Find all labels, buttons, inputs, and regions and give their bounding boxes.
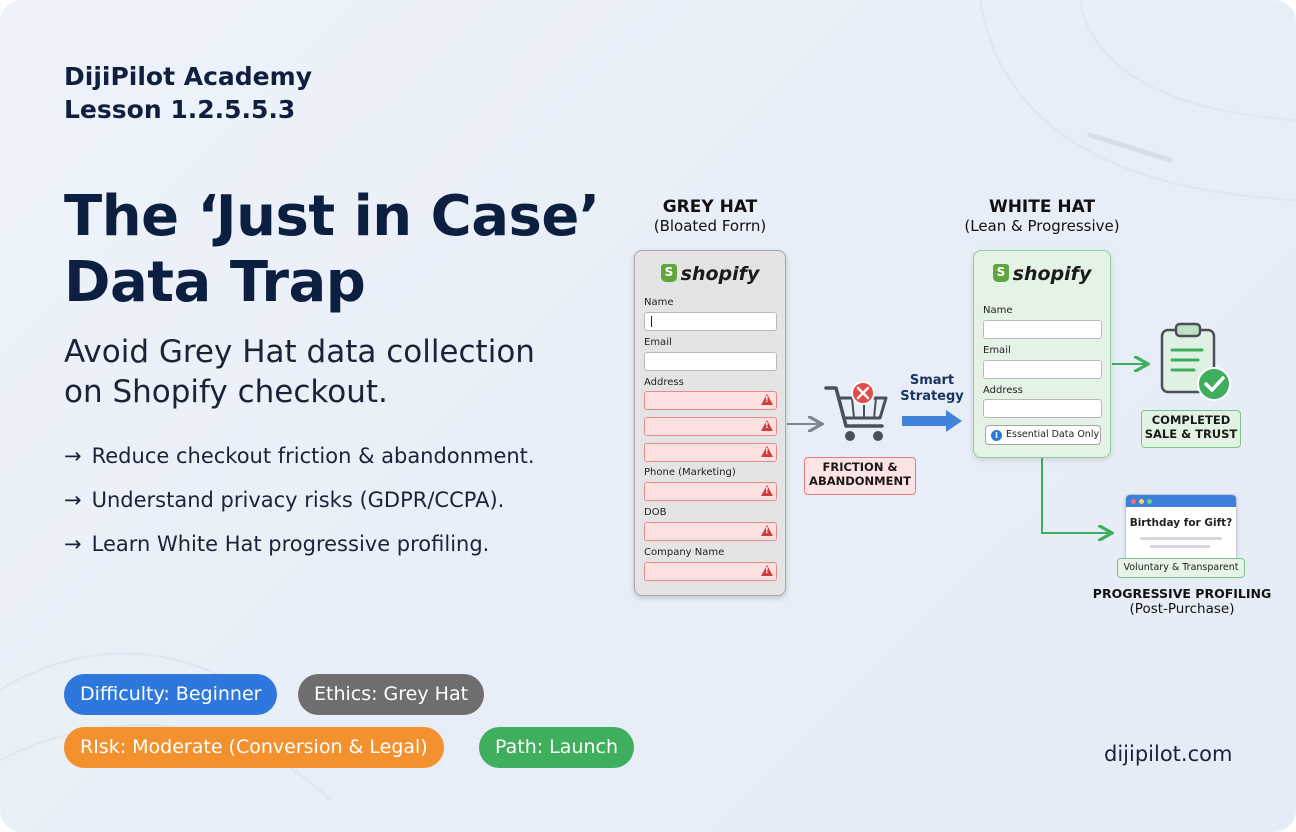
white-hat-subtitle: (Lean & Progressive) [964, 217, 1120, 235]
field-label-address: Address [644, 377, 684, 388]
name-field[interactable] [983, 320, 1102, 339]
error-x-icon [851, 381, 875, 405]
shopify-logo: shopify [635, 263, 785, 285]
text-cursor [651, 316, 652, 327]
popup-question: Birthday for Gift? [1129, 517, 1233, 529]
white-hat-title: WHITE HAT [988, 197, 1096, 217]
window-titlebar [1126, 495, 1236, 507]
window-dot-icon [1139, 499, 1144, 504]
warning-icon [761, 485, 773, 496]
essential-data-text: Essential Data Only [1006, 429, 1100, 440]
path-tag: Path: Launch [479, 727, 634, 768]
warning-icon [761, 446, 773, 457]
subtitle-line: on Shopify checkout. [64, 374, 388, 410]
grey-hat-title: GREY HAT [662, 197, 758, 217]
friction-abandonment-label: FRICTION & ABANDONMENT [804, 457, 916, 495]
key-points: → Reduce checkout friction & abandonment.… [64, 444, 535, 576]
friction-line: ABANDONMENT [809, 474, 911, 488]
key-point-text: Understand privacy risks (GDPR/CCPA). [91, 488, 505, 512]
shopify-wordmark: shopify [680, 263, 760, 285]
risk-tag: RIsk: Moderate (Conversion & Legal) [64, 727, 444, 768]
name-field[interactable] [644, 312, 777, 331]
progressive-subtitle: (Post-Purchase) [1129, 601, 1235, 617]
address-field-line-3[interactable] [644, 443, 777, 462]
key-point: → Understand privacy risks (GDPR/CCPA). [64, 488, 535, 532]
grey-hat-subtitle: (Bloated Forrn) [653, 217, 767, 235]
shopify-logo: shopify [974, 263, 1110, 285]
essential-data-badge: i Essential Data Only [985, 425, 1101, 445]
arrow-right-icon: → [64, 488, 82, 512]
friction-line: FRICTION & [822, 460, 898, 474]
white-hat-form: shopify Name Email Address i Essential Da… [973, 250, 1111, 458]
completed-line: SALE & TRUST [1144, 427, 1238, 441]
lesson-number: Lesson 1.2.5.5.3 [64, 95, 296, 124]
key-point: → Learn White Hat progressive profiling. [64, 532, 535, 576]
difficulty-tag: Difficulty: Beginner [64, 674, 278, 715]
progressive-profiling-label: PROGRESSIVE PROFILING (Post-Purchase) [1092, 586, 1272, 617]
page-subtitle: Avoid Grey Hat data collection on Shopif… [64, 332, 604, 412]
academy-name: DijiPilot Academy [64, 62, 312, 91]
page-title: The ‘Just in Case’ Data Trap [64, 184, 624, 316]
completed-sale-label: COMPLETED SALE & TRUST [1141, 410, 1241, 448]
phone-field[interactable] [644, 482, 777, 501]
warning-icon [761, 420, 773, 431]
address-field-line-2[interactable] [644, 417, 777, 436]
email-field[interactable] [983, 360, 1102, 379]
key-point-text: Reduce checkout friction & abandonment. [91, 444, 535, 468]
email-field[interactable] [644, 352, 777, 371]
dob-field[interactable] [644, 522, 777, 541]
address-field-line-1[interactable] [644, 391, 777, 410]
grey-hat-form: shopify Name Email Address Phone (Market… [634, 250, 786, 596]
field-label-email: Email [983, 345, 1011, 356]
key-point: → Reduce checkout friction & abandonment. [64, 444, 535, 488]
info-icon: i [991, 430, 1002, 441]
company-field[interactable] [644, 562, 777, 581]
arrow-right-icon: → [64, 532, 82, 556]
key-point-text: Learn White Hat progressive profiling. [91, 532, 490, 556]
shopify-wordmark: shopify [1012, 263, 1092, 285]
field-label-company: Company Name [644, 547, 725, 558]
warning-icon [761, 565, 773, 576]
shopping-cart-icon [824, 381, 888, 441]
popup-text-placeholder [1150, 545, 1210, 548]
clipboard-check-icon [1160, 322, 1231, 401]
title-line: Data Trap [64, 250, 366, 315]
title-line: The ‘Just in Case’ [64, 184, 600, 249]
ethics-tag: Ethics: Grey Hat [298, 674, 485, 715]
popup-text-placeholder [1140, 537, 1222, 540]
warning-icon [761, 394, 773, 405]
completed-line: COMPLETED [1151, 413, 1231, 427]
field-label-address: Address [983, 385, 1023, 396]
address-field[interactable] [983, 399, 1102, 418]
smart-line: Smart [909, 373, 955, 388]
arrow-to-profiling [1041, 458, 1110, 533]
field-label-name: Name [644, 297, 674, 308]
arrow-right-icon: → [64, 444, 82, 468]
field-label-email: Email [644, 337, 672, 348]
shopify-bag-icon [992, 264, 1009, 282]
brand-block: DijiPilot Academy Lesson 1.2.5.5.3 [64, 60, 312, 126]
field-label-name: Name [983, 305, 1013, 316]
site-url: dijipilot.com [1104, 742, 1233, 766]
shopify-bag-icon [660, 264, 677, 282]
warning-icon [761, 525, 773, 536]
voluntary-badge: Voluntary & Transparent [1117, 558, 1245, 578]
window-dot-icon [1131, 499, 1136, 504]
field-label-dob: DOB [644, 507, 667, 518]
window-dot-icon [1147, 499, 1152, 504]
smart-strategy-arrow [902, 410, 962, 432]
post-purchase-popup: Birthday for Gift? [1125, 494, 1237, 564]
smart-strategy-label: Smart Strategy [892, 373, 972, 405]
grey-hat-heading: GREY HAT (Bloated Forrn) [634, 197, 786, 235]
subtitle-line: Avoid Grey Hat data collection [64, 334, 535, 370]
field-label-phone: Phone (Marketing) [644, 467, 736, 478]
white-hat-heading: WHITE HAT (Lean & Progressive) [952, 197, 1132, 235]
smart-line: Strategy [900, 389, 964, 404]
progressive-title: PROGRESSIVE PROFILING [1092, 586, 1272, 601]
